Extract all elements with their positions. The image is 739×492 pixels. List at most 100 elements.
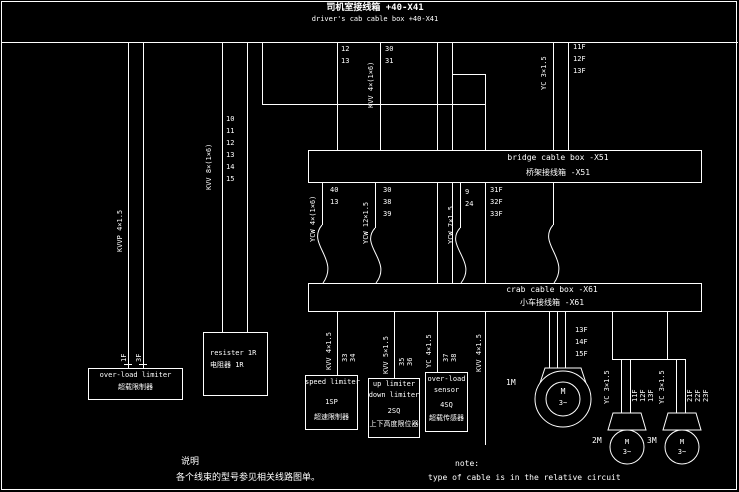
cable-label: KVV 4×(1×6) [367, 61, 375, 108]
main-motor-letter: M [560, 387, 566, 396]
wire [452, 74, 486, 75]
wire-tag: 37 [442, 353, 450, 362]
speed-limiter-label-en: speed limiter [305, 378, 360, 386]
wire-tag: 34 [349, 353, 357, 362]
cable-label: KVV 5×1.5 [382, 336, 390, 374]
note-title-en: note: [455, 459, 480, 468]
resistor-label-zh: 电阻器 1R [210, 361, 244, 369]
wire [262, 104, 486, 105]
wire [337, 42, 338, 150]
wire-tag: 15 [226, 175, 235, 183]
crab-cable-box [308, 283, 702, 312]
wire-tag: 9 [465, 188, 470, 196]
wire [222, 42, 223, 332]
main-motor-phase: 3~ [558, 399, 568, 407]
wire-tag: 12 [341, 45, 350, 53]
speed-limiter-box [305, 375, 358, 430]
cable-label: KVV 4×1.5 [475, 334, 483, 372]
wire-tick [139, 364, 147, 365]
updown-limiter-tag: 2SQ [387, 407, 401, 415]
wire-tag: 14F [575, 338, 588, 346]
wire [143, 42, 144, 368]
wire-tag: 30 [385, 45, 394, 53]
wire-tag: 13 [226, 151, 235, 159]
cable-label: YC 3×1.5 [540, 56, 548, 90]
motor2-label: 2M [592, 436, 602, 445]
wire-tag: 31F [490, 186, 503, 194]
festoon-cable [455, 227, 467, 284]
wire-tag: 12F [573, 55, 586, 63]
updown-limiter-box [368, 378, 420, 438]
wire-tag: 11F [631, 389, 639, 402]
wire [337, 312, 338, 375]
wire-tag: 22F [694, 389, 702, 402]
wire [568, 42, 569, 150]
header-band-divider [1, 42, 738, 43]
cable-label: KVV 8×(1×6) [205, 143, 213, 190]
note-title-zh: 说明 [181, 457, 200, 467]
wire [557, 312, 558, 368]
wire [437, 42, 438, 372]
overload-limiter-label-en: over-load limiter [99, 371, 172, 379]
updown-limiter-label-en1: up limiter [372, 380, 416, 388]
motor3-label: 3M [647, 436, 657, 445]
cable-label: YC 3×1.5 [603, 370, 611, 404]
motor3-letter: M [679, 438, 685, 446]
wire-tag: 30 [383, 186, 392, 194]
speed-limiter-label-zh: 超速限制器 [314, 413, 349, 421]
overload-sensor-box [425, 372, 468, 432]
wire-tag: 13 [341, 57, 350, 65]
wire-tag: 33F [490, 210, 503, 218]
motor-terminal-box [607, 412, 647, 431]
overload-limiter-label-zh: 超载限制器 [118, 383, 153, 391]
wire-tag: 35 [398, 357, 406, 366]
wire-tag: 13 [330, 198, 339, 206]
updown-limiter-label-en2: down limiter [368, 391, 420, 399]
wire [485, 183, 486, 283]
wire [485, 312, 486, 445]
cable-label: KVV 4×1.5 [325, 332, 333, 370]
wire [322, 183, 323, 225]
bridge-box-label-en: bridge cable box -X51 [507, 153, 609, 162]
festoon-cable [370, 227, 382, 284]
wire-tag: 31 [385, 57, 394, 65]
cable-label: KVVP 4×1.5 [116, 209, 124, 252]
overload-sensor-label-en1: over-load [427, 375, 466, 383]
wire [612, 359, 686, 360]
wire-tag: 39 [383, 210, 392, 218]
motor-circle [609, 429, 645, 465]
drawing-title-zh: 司机室接线箱 +40-X41 [326, 3, 424, 13]
wire-tag: 38 [450, 353, 458, 362]
wire-tag: 13F [573, 67, 586, 75]
festoon-cable [317, 224, 329, 284]
note-body-en: type of cable is in the relative circuit [428, 473, 621, 482]
motor3-phase: 3~ [677, 448, 687, 456]
wire-tag: 13F [647, 389, 655, 402]
wire [128, 42, 129, 368]
overload-sensor-tag: 4SQ [440, 401, 453, 409]
speed-limiter-tag: 1SP [325, 398, 338, 406]
overload-sensor-label-zh: 超载传感器 [429, 414, 464, 422]
bridge-cable-box [308, 150, 702, 183]
drawing-title-en: driver's cab cable box +40-X41 [311, 15, 439, 23]
motor-circle [664, 429, 700, 465]
wire-tag: 11 [226, 127, 235, 135]
note-body-zh: 各个线束的型号参见相关线路图单。 [176, 473, 321, 483]
wire [549, 312, 550, 368]
motor2-phase: 3~ [622, 448, 632, 456]
wire-tag: 10 [226, 115, 235, 123]
wire-tag: 12 [226, 139, 235, 147]
updown-limiter-label-zh: 上下高度限位器 [369, 420, 419, 428]
cable-label: YC 4×1.5 [425, 334, 433, 368]
wire [485, 74, 486, 150]
wire-tag: 1F [120, 353, 128, 362]
wire-tag: 13F [575, 326, 588, 334]
main-motor-label: 1M [506, 378, 516, 387]
wire [565, 312, 566, 368]
wire-tag: 40 [330, 186, 339, 194]
wire [676, 359, 677, 413]
wire-tag: 38 [383, 198, 392, 206]
main-motor-circle [534, 370, 592, 428]
wire [375, 183, 376, 228]
